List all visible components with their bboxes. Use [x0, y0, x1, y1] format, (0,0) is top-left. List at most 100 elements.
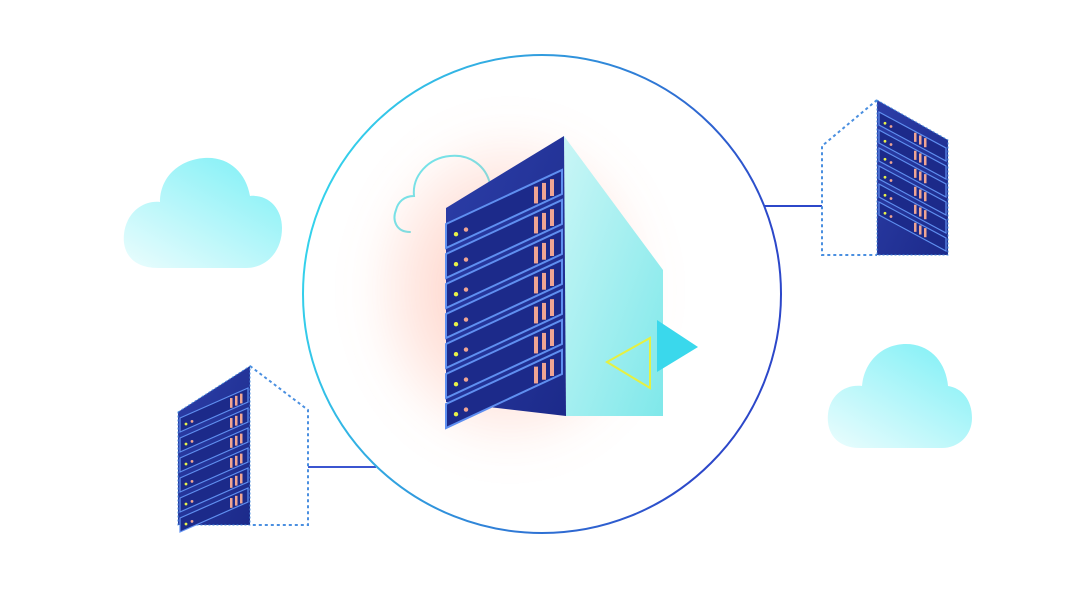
play-triangle-icon — [657, 320, 698, 372]
vent-slot — [550, 209, 554, 226]
led-indicator — [190, 499, 194, 503]
led-indicator — [453, 262, 459, 267]
led-indicator — [889, 215, 893, 218]
vent-slot — [542, 332, 546, 350]
led-indicator — [453, 352, 459, 357]
rack-unit — [878, 146, 947, 199]
led-indicator — [463, 377, 469, 382]
rack-unit — [445, 348, 563, 430]
led-indicator — [889, 179, 893, 182]
led-indicator — [889, 125, 893, 128]
central-server — [445, 136, 698, 430]
led-indicator — [184, 422, 188, 426]
vent-slot — [230, 498, 233, 508]
vent-slot — [914, 186, 917, 196]
rack-unit — [445, 288, 563, 370]
rack-unit — [445, 168, 563, 250]
vent-slot — [534, 186, 538, 204]
led-indicator — [184, 462, 188, 466]
central-server-units — [445, 168, 563, 430]
led-indicator — [453, 322, 459, 327]
led-indicator — [190, 519, 194, 523]
vent-slot — [534, 276, 538, 294]
vent-slot — [914, 132, 917, 142]
vent-slot — [919, 225, 922, 235]
rack-unit — [445, 318, 563, 400]
remote-server-left — [177, 365, 309, 533]
led-indicator — [463, 317, 469, 322]
vent-slot — [919, 135, 922, 145]
vent-slot — [230, 458, 233, 468]
vent-slot — [914, 222, 917, 232]
led-indicator — [184, 482, 188, 486]
led-indicator — [190, 419, 194, 423]
vent-slot — [240, 393, 243, 404]
vent-slot — [924, 156, 927, 166]
led-indicator — [883, 139, 887, 143]
rack-unit — [445, 198, 563, 280]
led-indicator — [190, 439, 194, 443]
vent-slot — [542, 212, 546, 230]
vent-slot — [240, 413, 243, 424]
led-indicator — [184, 442, 188, 446]
vent-slot — [230, 438, 233, 448]
led-indicator — [883, 157, 887, 161]
vent-slot — [534, 246, 538, 264]
vent-slot — [235, 455, 238, 466]
vent-slot — [534, 336, 538, 354]
led-indicator — [453, 292, 459, 297]
remote-server-right — [821, 99, 949, 256]
vent-slot — [919, 171, 922, 181]
vent-slot — [924, 228, 927, 238]
led-indicator — [463, 347, 469, 352]
vent-slot — [542, 362, 546, 380]
led-indicator — [883, 193, 887, 197]
vent-slot — [914, 168, 917, 178]
vent-slot — [235, 395, 238, 406]
led-indicator — [889, 197, 893, 200]
vent-slot — [914, 150, 917, 160]
vent-slot — [550, 179, 554, 196]
vent-slot — [235, 495, 238, 506]
rack-unit — [878, 164, 947, 217]
vent-slot — [924, 192, 927, 202]
led-indicator — [453, 382, 459, 387]
vent-slot — [534, 366, 538, 384]
vent-slot — [550, 269, 554, 286]
vent-slot — [542, 182, 546, 200]
led-indicator — [453, 232, 459, 237]
remote-server-left-outline — [249, 365, 309, 526]
vent-slot — [230, 398, 233, 408]
vent-slot — [235, 435, 238, 446]
vent-slot — [240, 433, 243, 444]
led-indicator — [883, 175, 887, 179]
vent-slot — [542, 302, 546, 320]
central-ring — [302, 54, 782, 534]
rack-unit — [878, 110, 947, 163]
vent-slot — [235, 475, 238, 486]
led-indicator — [463, 257, 469, 262]
vent-slot — [914, 204, 917, 214]
remote-server-left-units — [179, 387, 249, 533]
led-indicator — [463, 227, 469, 232]
led-indicator — [463, 287, 469, 292]
led-indicator — [190, 479, 194, 483]
outline-triangle-icon — [605, 336, 651, 390]
vent-slot — [924, 210, 927, 220]
vent-slot — [542, 242, 546, 260]
vent-slot — [240, 453, 243, 464]
rack-unit — [445, 258, 563, 340]
vent-slot — [534, 306, 538, 324]
rack-unit — [445, 228, 563, 310]
led-indicator — [184, 522, 188, 526]
vent-slot — [230, 418, 233, 428]
vent-slot — [919, 189, 922, 199]
led-indicator — [453, 412, 459, 417]
led-indicator — [190, 459, 194, 463]
led-indicator — [889, 161, 893, 164]
rack-unit — [878, 182, 947, 235]
vent-slot — [919, 153, 922, 163]
rack-unit — [878, 128, 947, 181]
